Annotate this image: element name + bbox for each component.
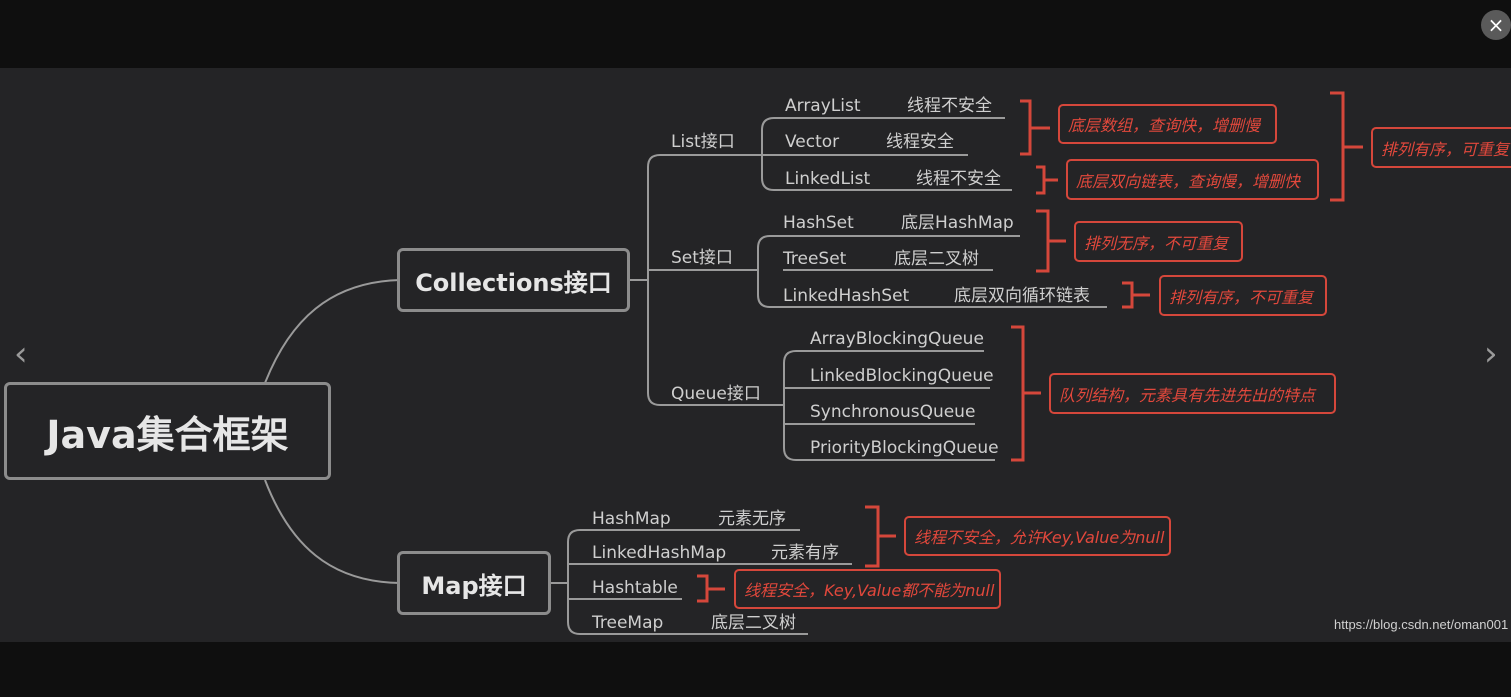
queue-item[interactable]: SynchronousQueue bbox=[810, 402, 976, 422]
queue-item[interactable]: PriorityBlockingQueue bbox=[810, 438, 999, 458]
note-queue[interactable]: 队列结构，元素具有先进先出的特点 bbox=[1049, 373, 1336, 414]
map-node[interactable]: Map接口 bbox=[397, 551, 551, 615]
list-interface-node[interactable]: List接口 bbox=[671, 132, 735, 152]
collections-node[interactable]: Collections接口 bbox=[397, 248, 630, 312]
set-interface-node[interactable]: Set接口 bbox=[671, 248, 733, 268]
prev-arrow-icon[interactable]: ‹ bbox=[14, 334, 28, 374]
close-icon[interactable]: × bbox=[1481, 10, 1511, 40]
list-item-name[interactable]: LinkedList bbox=[785, 169, 871, 189]
list-item-desc: 线程不安全 bbox=[907, 96, 992, 116]
list-item-name[interactable]: ArrayList bbox=[785, 96, 861, 116]
root-node[interactable]: Java集合框架 bbox=[4, 382, 331, 480]
list-item-desc: 线程不安全 bbox=[916, 169, 1001, 189]
map-item-name[interactable]: TreeMap bbox=[592, 613, 664, 633]
map-item-name[interactable]: Hashtable bbox=[592, 578, 678, 598]
set-item-name[interactable]: HashSet bbox=[783, 213, 854, 233]
set-item-desc: 底层双向循环链表 bbox=[954, 286, 1090, 306]
note-map-unsafe[interactable]: 线程不安全，允许Key,Value为null bbox=[904, 516, 1171, 556]
map-item-desc: 元素无序 bbox=[718, 509, 786, 529]
note-array-vector[interactable]: 底层数组，查询快，增删慢 bbox=[1058, 104, 1277, 144]
list-item-name[interactable]: Vector bbox=[785, 132, 840, 152]
note-linkedlist[interactable]: 底层双向链表，查询慢，增删快 bbox=[1066, 159, 1319, 200]
set-item-name[interactable]: LinkedHashSet bbox=[783, 286, 910, 306]
set-item-desc: 底层二叉树 bbox=[894, 249, 979, 269]
queue-interface-node[interactable]: Queue接口 bbox=[671, 384, 761, 404]
next-arrow-icon[interactable]: › bbox=[1484, 334, 1498, 374]
map-item-desc: 底层二叉树 bbox=[711, 613, 796, 633]
set-item-name[interactable]: TreeSet bbox=[783, 249, 847, 269]
list-item-desc: 线程安全 bbox=[886, 132, 954, 152]
map-item-desc: 元素有序 bbox=[771, 543, 839, 563]
note-list-group[interactable]: 排列有序，可重复 bbox=[1371, 127, 1511, 168]
viewer-bottom-bar bbox=[0, 642, 1511, 697]
map-item-name[interactable]: HashMap bbox=[592, 509, 671, 529]
note-hashset-treeset[interactable]: 排列无序，不可重复 bbox=[1074, 221, 1243, 262]
note-hashtable[interactable]: 线程安全，Key,Value都不能为null bbox=[734, 569, 1001, 609]
set-item-desc: 底层HashMap bbox=[901, 213, 1014, 233]
note-linkedhashset[interactable]: 排列有序，不可重复 bbox=[1159, 275, 1327, 316]
watermark: https://blog.csdn.net/oman001 bbox=[1334, 617, 1509, 632]
viewer-top-bar bbox=[0, 0, 1511, 68]
map-item-name[interactable]: LinkedHashMap bbox=[592, 543, 727, 563]
queue-item[interactable]: ArrayBlockingQueue bbox=[810, 329, 984, 349]
queue-item[interactable]: LinkedBlockingQueue bbox=[810, 366, 994, 386]
